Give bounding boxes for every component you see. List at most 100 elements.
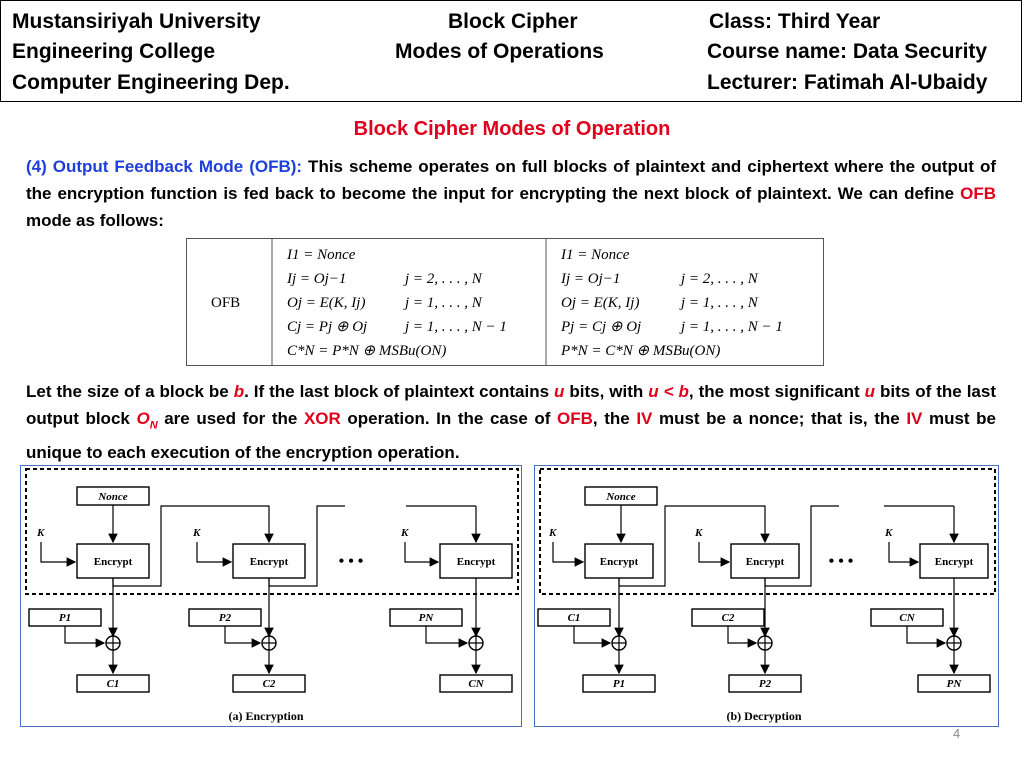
encrypt-label: Encrypt xyxy=(746,556,785,568)
key-arrow xyxy=(196,542,233,567)
key-label: K xyxy=(694,527,703,539)
key-label: K xyxy=(548,527,557,539)
output-block-label: P1 xyxy=(613,678,625,690)
formula-range: j = 1, . . . , N xyxy=(403,295,483,311)
xor-cross xyxy=(758,636,772,650)
formula-equation: I1 = Nonce xyxy=(286,247,356,263)
var-b: b xyxy=(233,382,245,401)
xor-keyword: XOR xyxy=(303,409,341,428)
var-u: u xyxy=(554,382,565,401)
nonce-label: Nonce xyxy=(605,491,635,503)
iv-keyword: IV xyxy=(636,409,653,428)
output-block-box xyxy=(917,674,991,693)
encryption-diagram-svg: NonceKEncryptP1C1KEncryptP2C2KEncryptPNC… xyxy=(25,468,519,723)
text-run: operation. In the case of xyxy=(340,409,558,428)
key-arrow xyxy=(404,542,440,567)
class-info: Class: Third Year xyxy=(709,10,881,33)
formula-equation: Ij = Oj−1 xyxy=(286,271,346,287)
text-run: , the most significant xyxy=(688,382,865,401)
xor-cross xyxy=(106,636,120,650)
output-block-box xyxy=(582,674,656,693)
input-block-label: C1 xyxy=(568,612,581,624)
ofb-formula-svg: OFB I1 = Nonce Ij = Oj−1 j = 2, . . . , N O… xyxy=(211,239,783,365)
page-number: 4 xyxy=(953,726,961,741)
input-to-xor-arrow xyxy=(906,626,947,648)
xor-cross xyxy=(612,636,626,650)
page-title: Block Cipher Modes of Operation xyxy=(353,118,671,140)
course-info: Course name: Data Security xyxy=(707,40,988,63)
nonce-label: Nonce xyxy=(97,491,127,503)
iv-keyword: IV xyxy=(906,409,923,428)
topic-line-2: Modes of Operations xyxy=(395,40,604,63)
text-run: bits, with xyxy=(564,382,649,401)
xor-cross xyxy=(947,636,961,650)
key-arrow xyxy=(888,542,920,567)
text-run: Let the size of a block be xyxy=(26,382,234,401)
encrypt-box xyxy=(232,543,306,579)
department-name: Computer Engineering Dep. xyxy=(12,71,290,94)
formula-equation: Ij = Oj−1 xyxy=(560,271,620,287)
key-arrow xyxy=(552,542,585,567)
output-block-label: C1 xyxy=(107,678,120,690)
formula-equation: P*N = C*N ⊕ MSBu(ON) xyxy=(560,343,720,359)
input-to-xor-arrow xyxy=(224,626,262,648)
encrypt-label: Encrypt xyxy=(94,556,133,568)
output-block-box xyxy=(232,674,306,693)
encrypt-label: Encrypt xyxy=(457,556,496,568)
intro-tail: mode as follows: xyxy=(26,211,164,230)
input-to-xor-arrow xyxy=(573,626,612,648)
paragraph-ofb-intro: (4) Output Feedback Mode (OFB): This sch… xyxy=(26,153,996,234)
output-block-box xyxy=(728,674,802,693)
formula-equation: Oj = E(K, Ij) xyxy=(287,295,365,311)
lecturer-info: Lecturer: Fatimah Al-Ubaidy xyxy=(707,71,988,94)
ofb-keyword: OFB xyxy=(960,184,996,203)
output-block-label: PN xyxy=(947,678,963,690)
xor-cross xyxy=(262,636,276,650)
text-run: bits of the last output block xyxy=(26,382,996,428)
formula-range: j = 2, . . . , N xyxy=(679,271,759,287)
paragraph-ofb-details: Let the size of a block be b. If the las… xyxy=(26,378,996,466)
text-run: , the xyxy=(592,409,637,428)
decryption-diagram-svg: NonceKEncryptC1P1KEncryptC2P2KEncryptCNP… xyxy=(537,468,996,723)
output-block-label: P2 xyxy=(759,678,772,690)
ofb-heading: (4) Output Feedback Mode (OFB): xyxy=(26,157,303,176)
formula-range: j = 2, . . . , N xyxy=(403,271,483,287)
formula-mode-label: OFB xyxy=(211,295,240,311)
encrypt-label: Encrypt xyxy=(250,556,289,568)
encrypt-box xyxy=(584,543,654,579)
formula-equation: I1 = Nonce xyxy=(560,247,630,263)
key-label: K xyxy=(36,527,45,539)
output-block-box xyxy=(76,674,150,693)
var-o: O xyxy=(136,409,150,428)
key-label: K xyxy=(400,527,409,539)
ofb-formula-table: OFB I1 = Nonce Ij = Oj−1 j = 2, . . . , N O… xyxy=(186,238,824,366)
formula-range: j = 1, . . . , N − 1 xyxy=(403,319,507,335)
input-to-xor-arrow xyxy=(64,626,106,648)
input-block-label: C2 xyxy=(722,612,735,624)
formula-equation: C*N = P*N ⊕ MSBu(ON) xyxy=(287,343,446,359)
key-arrow xyxy=(698,542,731,567)
text-run: . If the last block of plaintext contain… xyxy=(244,382,555,401)
text-run: must be unique to each execution of the … xyxy=(26,409,997,463)
header-box: Mustansiriyah University Engineering Col… xyxy=(0,0,1022,102)
input-block-label: CN xyxy=(899,612,915,624)
output-block-label: C2 xyxy=(263,678,276,690)
formula-range: j = 1, . . . , N xyxy=(679,295,759,311)
ofb-keyword: OFB xyxy=(557,409,593,428)
key-arrow xyxy=(40,542,77,567)
college-name: Engineering College xyxy=(12,40,216,63)
ellipsis-dots: • • • xyxy=(339,553,364,570)
formula-range: j = 1, . . . , N − 1 xyxy=(679,319,783,335)
input-block-label: P2 xyxy=(219,612,232,624)
formula-equation: Pj = Cj ⊕ Oj xyxy=(560,319,641,335)
text-run: are used for the xyxy=(157,409,304,428)
input-block-label: P1 xyxy=(59,612,71,624)
ellipsis-dots: • • • xyxy=(829,553,854,570)
encryption-equations: I1 = Nonce Ij = Oj−1 j = 2, . . . , N Oj = … xyxy=(286,247,507,359)
dashed-cipher-stage-frame xyxy=(539,468,996,595)
key-label: K xyxy=(192,527,201,539)
university-name: Mustansiriyah University xyxy=(12,10,261,33)
var-u-less-b: u < b xyxy=(648,382,689,401)
formula-equation: Cj = Pj ⊕ Oj xyxy=(287,319,367,335)
